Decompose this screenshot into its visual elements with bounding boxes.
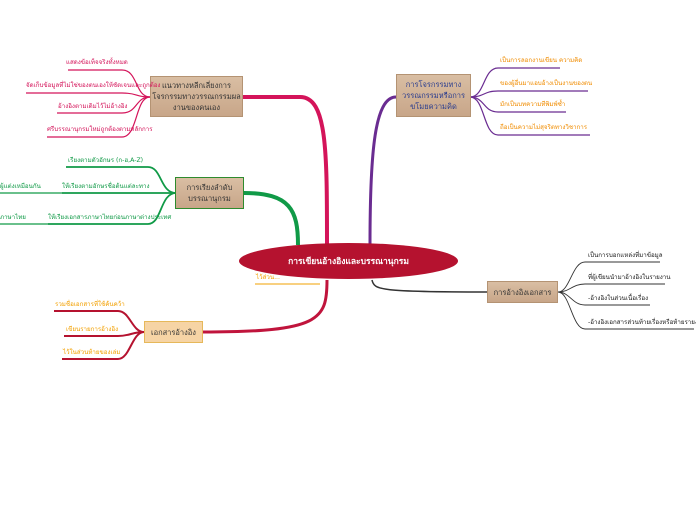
- branch-guidelines: [243, 95, 329, 246]
- references-connectors: [54, 310, 145, 360]
- plagiarism-connectors: [469, 67, 590, 136]
- branch-citation: [371, 279, 488, 293]
- branch-plagiarism: [368, 95, 397, 246]
- plagiarism-item[interactable]: มักเป็นบทความทีพิมพ์ซ้ำ: [500, 101, 566, 108]
- branch-ordering: [243, 191, 300, 246]
- topic-citation[interactable]: การอ้างอิงเอกสาร: [487, 281, 558, 303]
- citation-item[interactable]: เป็นการบอกแหล่งที่มาข้อมูล: [588, 252, 663, 259]
- branch-references: [202, 279, 329, 334]
- under-central-note: ไว้ส่วน...: [256, 274, 280, 281]
- guidelines-item[interactable]: จัดเก็บข้อมูลที่ไม่ใช่ของตนเองให้ชัดเจนแ…: [26, 82, 161, 89]
- ordering-subitem[interactable]: ผู้แต่งเหมือนกัน: [0, 183, 41, 190]
- citation-item[interactable]: -อ้างอิงเอกสารส่วนท้ายเรื่องหรือท้ายรายง…: [588, 319, 696, 326]
- central-topic[interactable]: การเขียนอ้างอิงและบรรณานุกรม: [239, 243, 458, 279]
- plagiarism-item[interactable]: ถือเป็นความไม่สุจริตทางวิชาการ: [500, 124, 588, 131]
- topic-guidelines[interactable]: แนวทางหลีกเลี่ยงการโจรกรรมทางวรรณกรรมผลง…: [150, 76, 243, 117]
- references-item[interactable]: รวมชื่อเอกสารที่ใช้ค้นคว้า: [55, 301, 125, 308]
- ordering-connectors: [0, 166, 177, 225]
- ordering-item[interactable]: ให้เรียงตามอักษรชื่อต้นแต่ละทาง: [62, 183, 150, 190]
- citation-item[interactable]: -อ้างอิงในส่วนเนื้อเรื่อง: [588, 295, 649, 302]
- guidelines-item[interactable]: อ้างอิงตามเดิมไว้ไม่อ้างอิง: [58, 103, 128, 110]
- guidelines-item[interactable]: ศรีบรรณานุกรมใหม่ถูกต้องตามหลักการ: [47, 126, 153, 133]
- ordering-subitem[interactable]: ภาษาไทย: [0, 214, 26, 221]
- ordering-item[interactable]: ให้เรียงเอกสารภาษาไทยก่อนภาษาต่างประเทศ: [48, 214, 172, 221]
- topic-ordering[interactable]: การเรียงลำดับบรรณานุกรม: [175, 177, 244, 209]
- ordering-item[interactable]: เรียงตามตัวอักษร (ก-ฮ,A-Z): [68, 157, 144, 164]
- topic-plagiarism[interactable]: การโจรกรรมทางวรรณกรรมหรือการขโมยความคิด: [396, 74, 471, 117]
- guidelines-connectors: [26, 69, 151, 138]
- citation-connectors: [557, 261, 694, 330]
- guidelines-item[interactable]: แสดงข้อเท็จจริงทั้งหมด: [66, 59, 128, 66]
- plagiarism-item[interactable]: ของผู้อื่นมาแอบอ้างเป็นงานของตน: [500, 80, 593, 87]
- plagiarism-item[interactable]: เป็นการลอกงานเขียน ความคิด: [500, 57, 583, 64]
- citation-item[interactable]: ที่ผู้เขียนนำมาอ้างอิงในรายงาน: [588, 274, 671, 281]
- references-item[interactable]: ไว้ในส่วนท้ายของเล่ม: [63, 349, 121, 356]
- topic-references[interactable]: เอกสารอ้างอิง: [144, 321, 203, 343]
- references-item[interactable]: เขียนรายการอ้างอิง: [66, 326, 119, 333]
